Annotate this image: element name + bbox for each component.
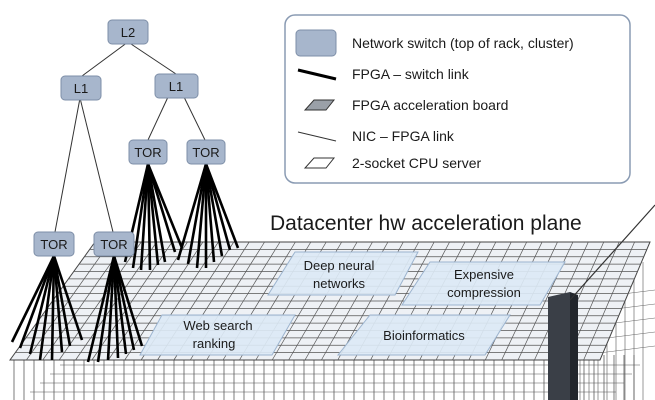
fpga-switch-link [146, 163, 184, 249]
fpga-switch-link [96, 255, 116, 363]
legend-item-fpga-switch-link: FPGA – switch link [297, 66, 470, 82]
fpga-switch-link [52, 255, 84, 341]
legend-item-switch: Network switch (top of rack, cluster) [295, 29, 574, 57]
region-bioinformatics-label: Bioinformatics [383, 328, 465, 343]
switch-tor-4: TOR [93, 231, 135, 257]
fpga-switch-link [52, 255, 72, 347]
switch-l2: L2 [107, 19, 149, 45]
region-expensive-compression-label-2: compression [447, 285, 521, 300]
region-web-search-ranking: Web search ranking [139, 314, 296, 356]
fpga-switch-link [131, 163, 150, 269]
legend-fpga-board-label: FPGA acceleration board [352, 97, 508, 113]
switch-tor-3-label: TOR [40, 237, 67, 252]
fpga-switch-link [28, 255, 56, 355]
fpga-switch-link [50, 255, 56, 361]
region-web-search-ranking-label-1: Web search [183, 318, 252, 333]
switch-l2-label: L2 [121, 25, 135, 40]
switch-l1-right-label: L1 [169, 79, 183, 94]
region-deep-neural-networks-label-1: Deep neural [304, 258, 375, 273]
legend-switch-label: Network switch (top of rack, cluster) [352, 35, 574, 51]
fpga-switch-link [86, 255, 116, 363]
fpga-switch-link [139, 163, 150, 271]
switch-tor-2: TOR [186, 139, 226, 165]
legend-cpu-server-label: 2-socket CPU server [352, 155, 481, 171]
fpga-switch-link [112, 255, 144, 347]
legend-item-nic-fpga-link: NIC – FPGA link [297, 128, 455, 144]
switch-l1-left-label: L1 [74, 81, 88, 96]
fpga-switch-link [112, 255, 120, 359]
fpga-switch-link [204, 163, 224, 257]
fpga-switch-link [112, 255, 136, 351]
legend-cpu-server-swatch [303, 157, 336, 169]
switch-tor-3: TOR [33, 231, 75, 257]
region-deep-neural-networks: Deep neural networks [267, 251, 419, 296]
fpga-switch-link [204, 163, 240, 249]
plane-grid-column-line [124, 241, 204, 361]
fpga-switch-link [146, 163, 167, 263]
legend-item-fpga-board: FPGA acceleration board [303, 97, 508, 113]
plane-grid-column-line [58, 241, 142, 361]
legend-fpga-switch-link-label: FPGA – switch link [352, 66, 470, 82]
fpga-switch-link [146, 163, 152, 271]
legend-item-cpu-server: 2-socket CPU server [303, 155, 481, 171]
legend: Network switch (top of rack, cluster) FP… [284, 14, 631, 184]
highlighted-server-column [548, 292, 578, 400]
legend-switch-swatch [295, 29, 337, 57]
diagram-title: Datacenter hw acceleration plane [270, 212, 582, 235]
switch-l1-right: L1 [154, 73, 199, 99]
fpga-switch-link [204, 163, 232, 251]
fpga-switch-link [204, 163, 216, 263]
region-expensive-compression-label-1: Expensive [454, 267, 514, 282]
legend-thick-line-swatch [297, 68, 337, 81]
region-deep-neural-networks-label-2: networks [313, 276, 366, 291]
plane-grid-column-line [583, 241, 635, 361]
switch-l1-left: L1 [60, 75, 102, 101]
server-rack-layer [13, 262, 655, 400]
fpga-switch-link [52, 255, 64, 353]
fpga-switch-link [146, 163, 177, 253]
plane-right-edge [569, 204, 655, 301]
fpga-switch-link [38, 255, 56, 361]
switch-links [54, 41, 206, 233]
fpga-switch-link [195, 163, 208, 269]
region-expensive-compression: Expensive compression [401, 261, 566, 306]
switch-tor-1-label: TOR [134, 145, 161, 160]
switch-tor-4-label: TOR [100, 237, 127, 252]
region-bioinformatics: Bioinformatics [336, 314, 511, 356]
fpga-switch-link [106, 255, 116, 361]
plane-grid-column-line [108, 241, 188, 361]
fpga-switch-link [176, 163, 208, 261]
switch-tor-2-label: TOR [192, 145, 219, 160]
fpga-switch-link-fans [10, 163, 240, 363]
region-web-search-ranking-label-2: ranking [193, 336, 236, 351]
fpga-switch-link [112, 255, 128, 355]
fpga-switch-link [10, 255, 56, 343]
legend-nic-fpga-link-label: NIC – FPGA link [352, 128, 455, 144]
fpga-switch-link [18, 255, 56, 349]
fpga-switch-link [186, 163, 208, 265]
switch-tor-1: TOR [128, 139, 168, 165]
legend-fpga-board-swatch [303, 99, 336, 111]
legend-thin-line-swatch [297, 131, 337, 142]
